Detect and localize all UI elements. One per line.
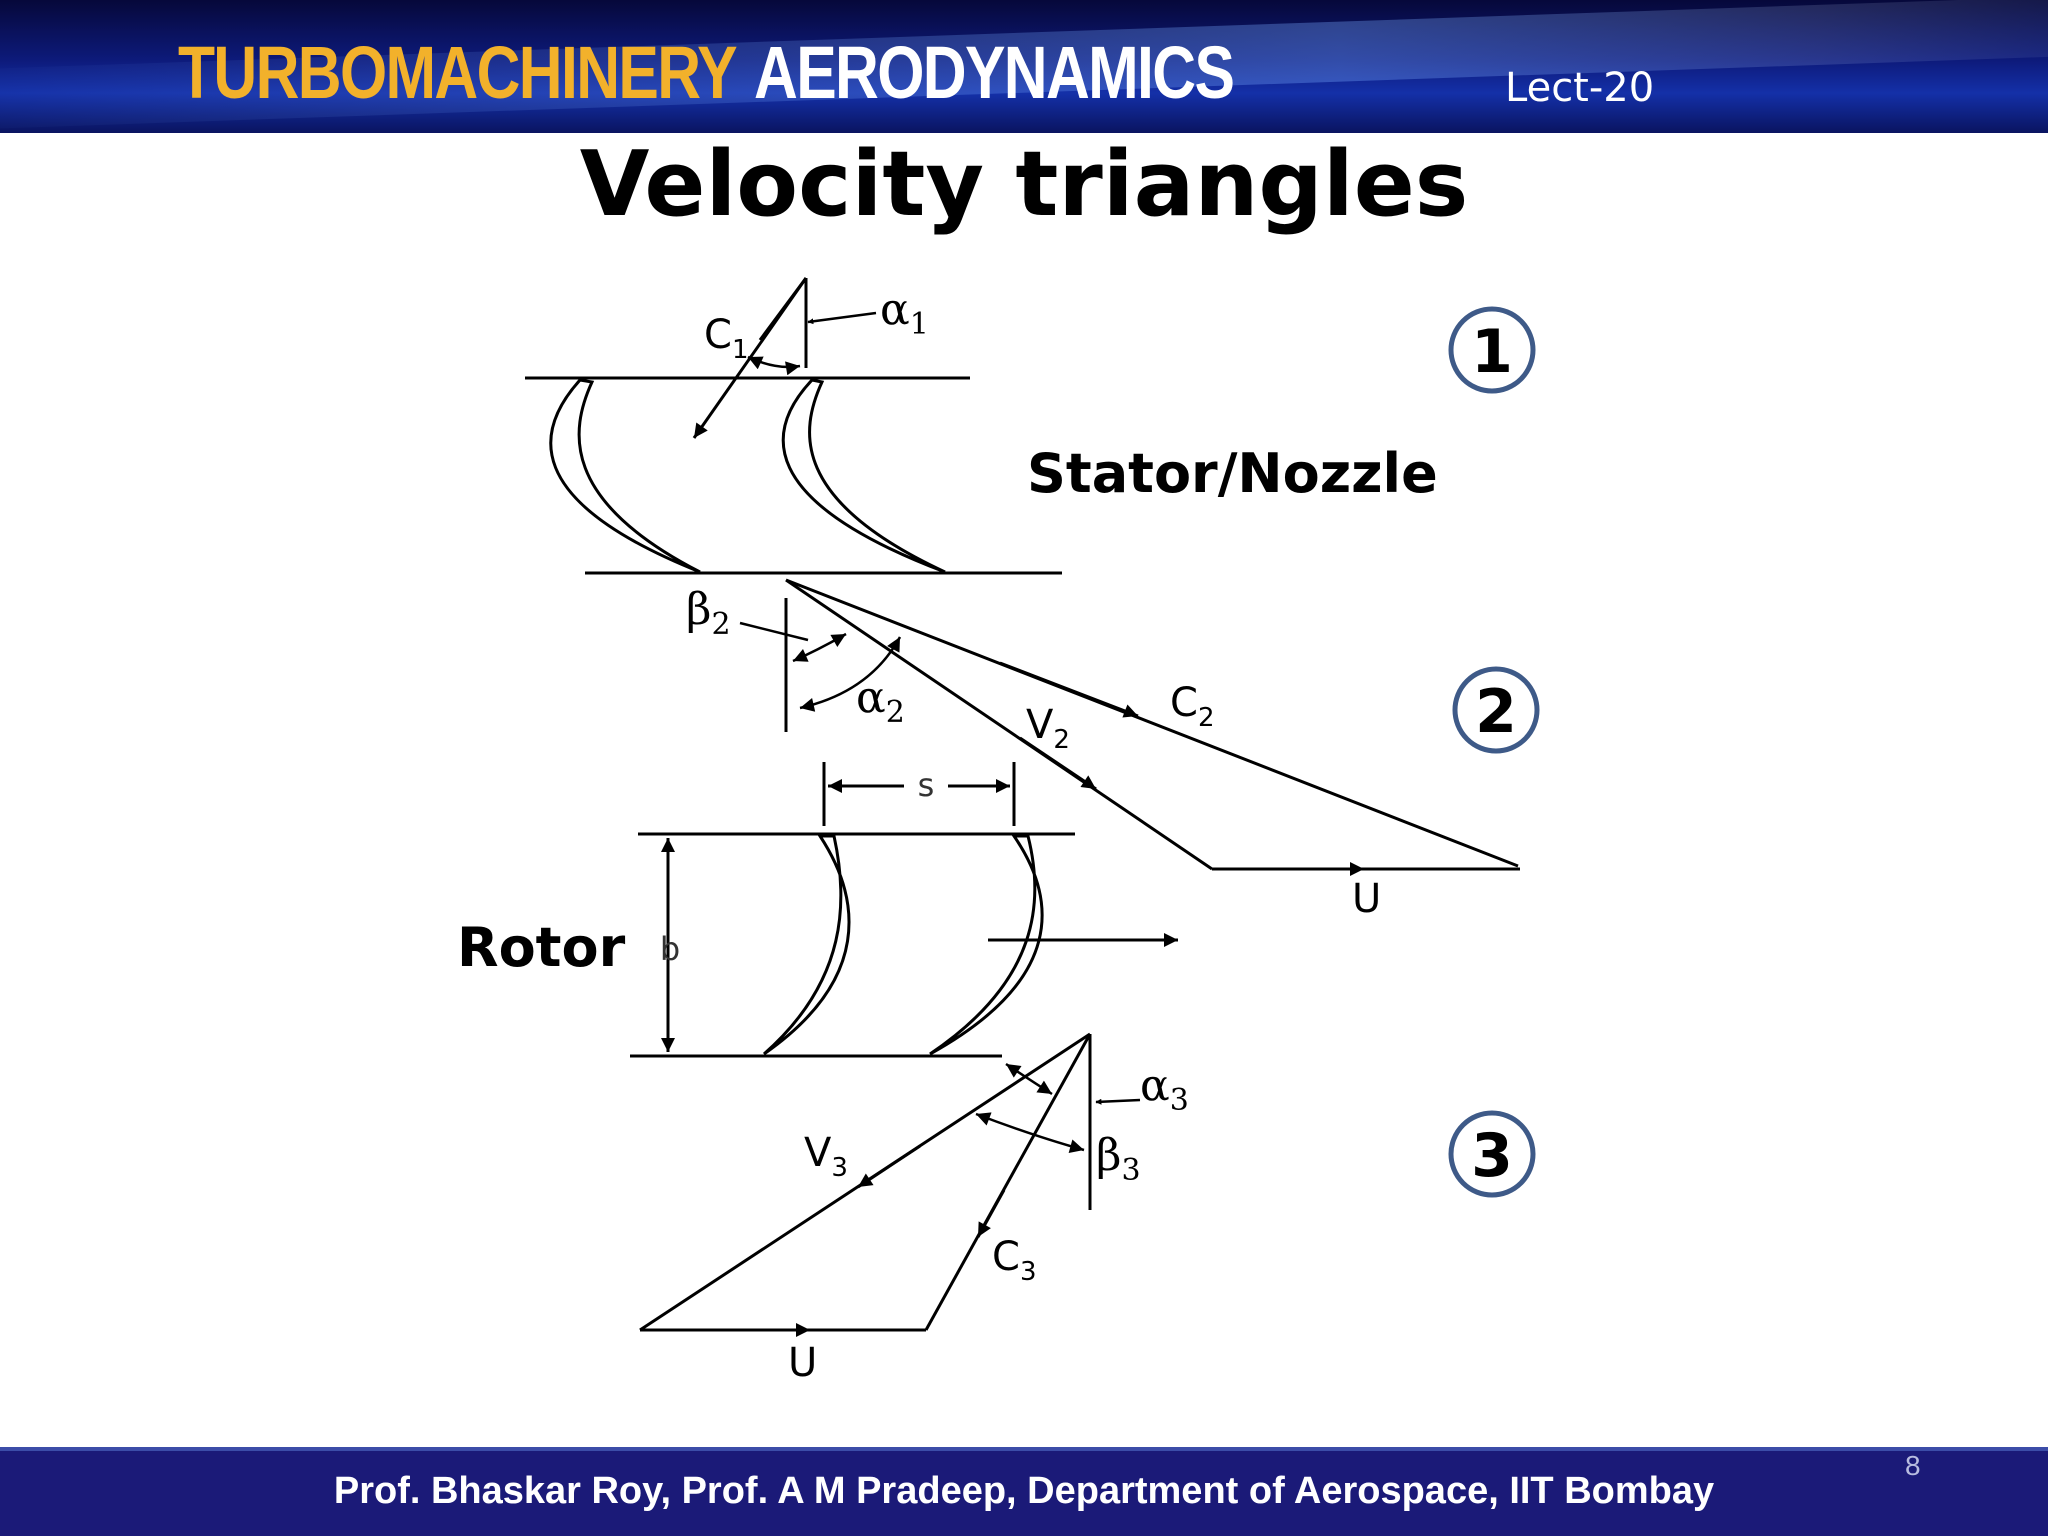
beta2-leader [739,621,809,642]
stage1-number: 1 [1471,317,1513,387]
u2-label: U [1352,876,1381,922]
v2-label: V2 [1026,702,1070,755]
u3-label: U [788,1340,817,1386]
alpha1-leader [807,311,877,325]
beta3-label: β3 [1096,1130,1141,1188]
rotor-blade-2 [929,834,1044,1056]
alpha2-label: α2 [856,672,905,730]
lecture-number: Lect-20 [1505,65,1655,111]
c3-arrow [976,1189,1006,1238]
alpha2-arc [799,636,902,712]
v2-arrow [1019,736,1097,791]
alpha3-label: α3 [1140,1060,1189,1118]
alpha3-arc [1005,1062,1053,1096]
brand-word-turbomachinery: TURBOMACHINERY [178,31,738,114]
beta3-arc [975,1112,1085,1153]
page-number: 8 [1905,1450,1921,1481]
footer-credit: Prof. Bhaskar Roy, Prof. A M Pradeep, De… [333,1470,1715,1512]
alpha1-arc [747,355,801,376]
footer-bar: Prof. Bhaskar Roy, Prof. A M Pradeep, De… [0,1447,2048,1536]
stage2-circle [1452,666,1540,754]
v3-arrow [857,1144,921,1189]
alpha1-label: α1 [880,284,929,342]
alpha3-leader [1095,1098,1141,1105]
stator-blade-2 [781,378,946,574]
brand-word-aerodynamics: AERODYNAMICS [754,31,1235,114]
slide-title: Velocity triangles [579,132,1469,237]
pitch-label: s [918,766,935,804]
v3-label: V3 [804,1130,848,1183]
c1-label: C1 [704,312,748,365]
stage3-circle [1448,1110,1536,1198]
beta2-label: β2 [686,584,731,642]
stator-nozzle-label: Stator/Nozzle [1027,442,1438,505]
v2-vector [785,578,1213,871]
c3-vector [924,1033,1092,1331]
rotor-label: Rotor [457,916,626,979]
rotor-blade-1 [763,834,851,1056]
height-label: b [660,930,680,968]
c3-label: C3 [992,1234,1036,1287]
stage2-number: 2 [1475,677,1517,747]
c2-arrow [999,661,1139,718]
c2-vector [785,578,1519,868]
stage3-number: 3 [1471,1121,1513,1191]
stage1-circle [1448,306,1536,394]
stator-blade-1 [549,378,701,574]
c2-label: C2 [1170,680,1214,733]
